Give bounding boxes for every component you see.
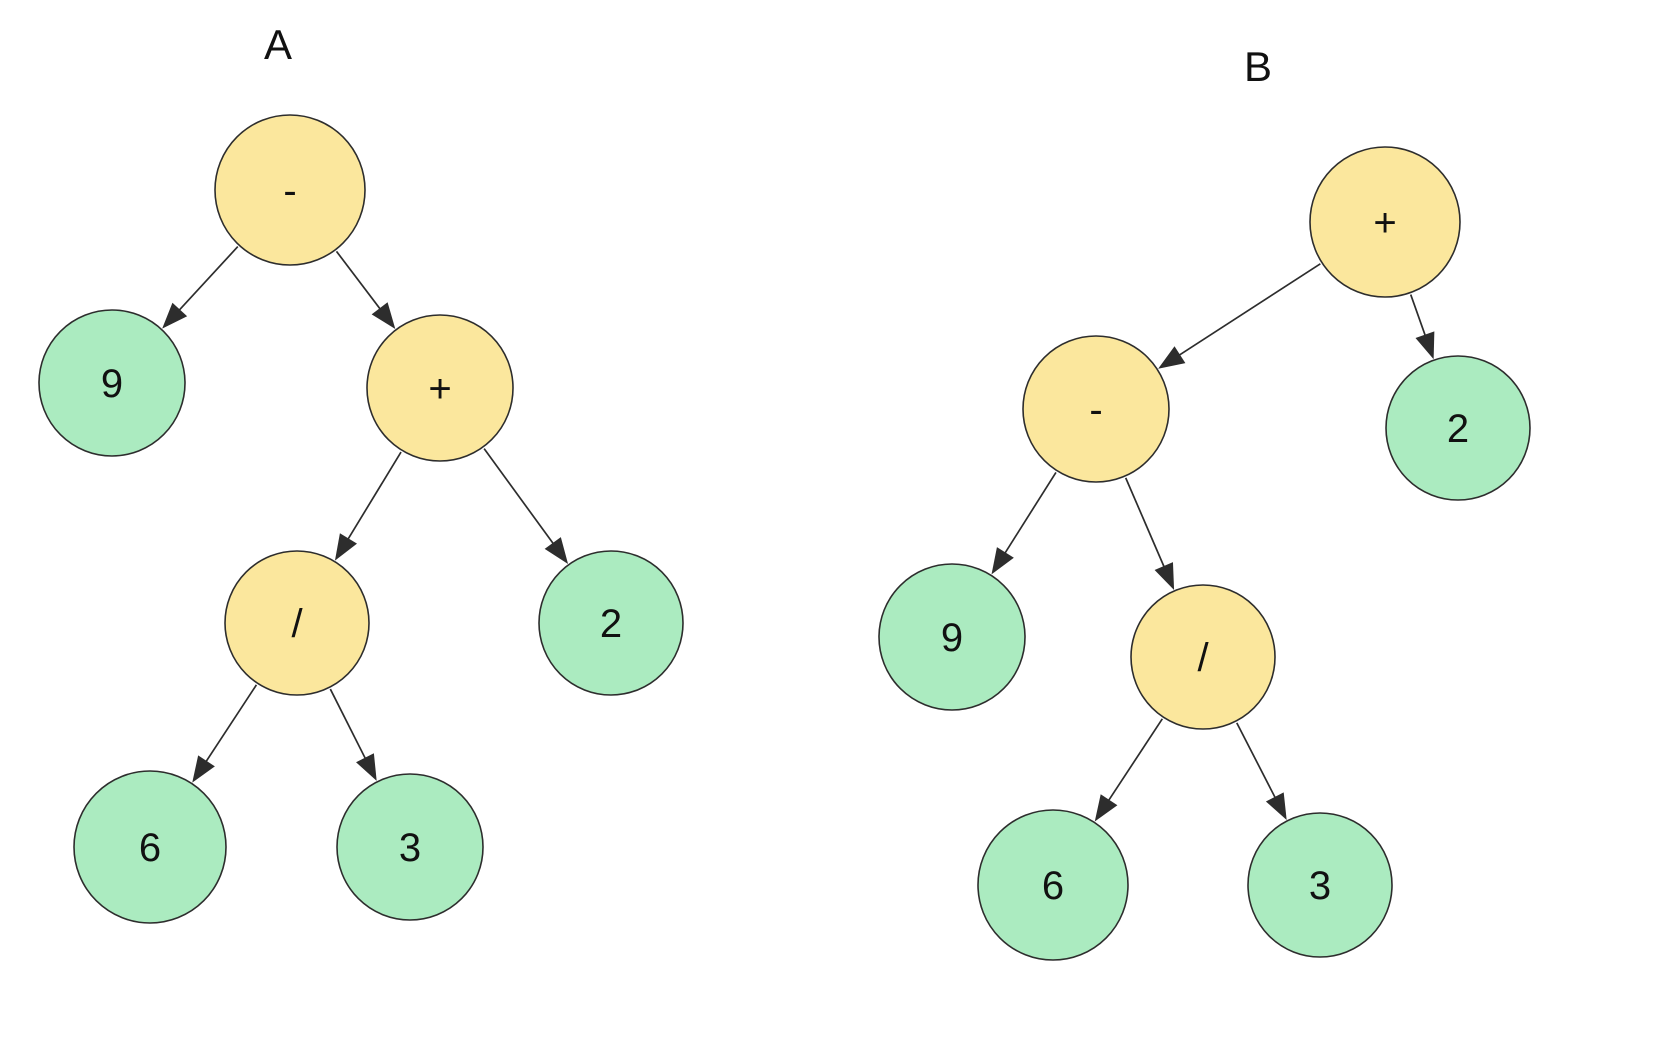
operator-node-circle[interactable]	[1130, 584, 1276, 730]
node-label: +	[1373, 201, 1396, 245]
edge-line	[1001, 471, 1057, 558]
edge-line	[1236, 722, 1279, 803]
arrowhead-icon	[334, 533, 358, 561]
operator-node-circle[interactable]	[1022, 335, 1170, 483]
tree-node-a-root[interactable]: -	[214, 114, 366, 266]
arrowhead-icon	[192, 755, 215, 783]
operand-node-circle[interactable]	[336, 773, 484, 921]
arrowhead-icon	[162, 302, 188, 329]
arrowhead-icon	[1265, 792, 1287, 821]
operand-node-circle[interactable]	[538, 550, 684, 696]
node-label: 9	[101, 362, 123, 406]
operator-node-circle[interactable]	[1309, 146, 1461, 298]
operator-node-circle[interactable]	[366, 314, 514, 462]
edge-b-root-to-b-2	[1409, 294, 1435, 360]
arrowhead-icon	[1154, 562, 1175, 590]
edge-a-div-to-a-3	[329, 688, 377, 781]
edge-line	[483, 448, 557, 549]
tree-node-a-2[interactable]: 2	[538, 550, 684, 696]
tree-node-b-root[interactable]: +	[1309, 146, 1461, 298]
node-label: 6	[139, 826, 161, 870]
arrowhead-icon	[991, 547, 1014, 575]
edge-line	[1409, 294, 1428, 341]
tree-node-a-plus[interactable]: +	[366, 314, 514, 462]
operand-node-circle[interactable]	[1385, 355, 1531, 501]
node-label: 2	[600, 602, 622, 646]
tree-node-b-6[interactable]: 6	[977, 809, 1129, 961]
node-label: -	[1089, 388, 1102, 432]
edge-line	[335, 250, 384, 314]
arrowhead-icon	[371, 302, 396, 330]
edges-layer	[162, 246, 1435, 822]
edge-line	[1124, 477, 1167, 572]
edge-a-root-to-a-9	[162, 246, 239, 329]
node-label: -	[283, 169, 296, 213]
operator-node-circle[interactable]	[224, 550, 370, 696]
tree-label-a: A	[264, 21, 292, 68]
tree-label-b: B	[1244, 43, 1272, 90]
edge-line	[1174, 263, 1321, 359]
edge-a-plus-to-a-div	[334, 451, 402, 561]
tree-node-b-9[interactable]: 9	[878, 563, 1026, 711]
nodes-layer: - 9 + / 2 6 3 + - 2 9 / 6 3	[38, 114, 1531, 961]
edge-a-root-to-a-plus	[335, 250, 396, 330]
arrowhead-icon	[356, 753, 377, 781]
tree-node-a-div[interactable]: /	[224, 550, 370, 696]
edge-a-plus-to-a-2	[483, 448, 569, 564]
operand-node-circle[interactable]	[38, 309, 186, 457]
edge-b-div-to-b-6	[1094, 718, 1164, 822]
arrowhead-icon	[1415, 331, 1435, 360]
edge-a-div-to-a-6	[192, 684, 258, 783]
tree-node-a-3[interactable]: 3	[336, 773, 484, 921]
tree-node-b-2[interactable]: 2	[1385, 355, 1531, 501]
node-label: 9	[941, 616, 963, 660]
tree-node-b-div[interactable]: /	[1130, 584, 1276, 730]
tree-node-a-6[interactable]: 6	[73, 770, 227, 924]
edge-line	[1105, 718, 1164, 806]
node-label: 3	[399, 826, 421, 870]
edge-b-minus-to-b-div	[1124, 477, 1175, 590]
node-label: 6	[1042, 864, 1064, 908]
node-label: 3	[1309, 864, 1331, 908]
tree-node-b-3[interactable]: 3	[1247, 812, 1393, 958]
operand-node-circle[interactable]	[1247, 812, 1393, 958]
arrowhead-icon	[544, 537, 569, 564]
edge-line	[175, 246, 239, 315]
node-label: /	[1197, 636, 1209, 680]
node-label: /	[291, 602, 303, 646]
edge-b-root-to-b-minus	[1158, 263, 1321, 369]
arrowhead-icon	[1158, 346, 1186, 369]
operand-node-circle[interactable]	[878, 563, 1026, 711]
tree-node-a-9[interactable]: 9	[38, 309, 186, 457]
tree-node-b-minus[interactable]: -	[1022, 335, 1170, 483]
node-label: +	[428, 367, 451, 411]
operand-node-circle[interactable]	[73, 770, 227, 924]
arrowhead-icon	[1094, 794, 1118, 822]
edge-line	[202, 684, 258, 767]
edge-line	[329, 688, 369, 764]
edge-line	[344, 451, 402, 544]
edge-b-minus-to-b-9	[991, 471, 1057, 575]
operand-node-circle[interactable]	[977, 809, 1129, 961]
edge-b-div-to-b-3	[1236, 722, 1287, 821]
node-label: 2	[1447, 407, 1469, 451]
operator-node-circle[interactable]	[214, 114, 366, 266]
